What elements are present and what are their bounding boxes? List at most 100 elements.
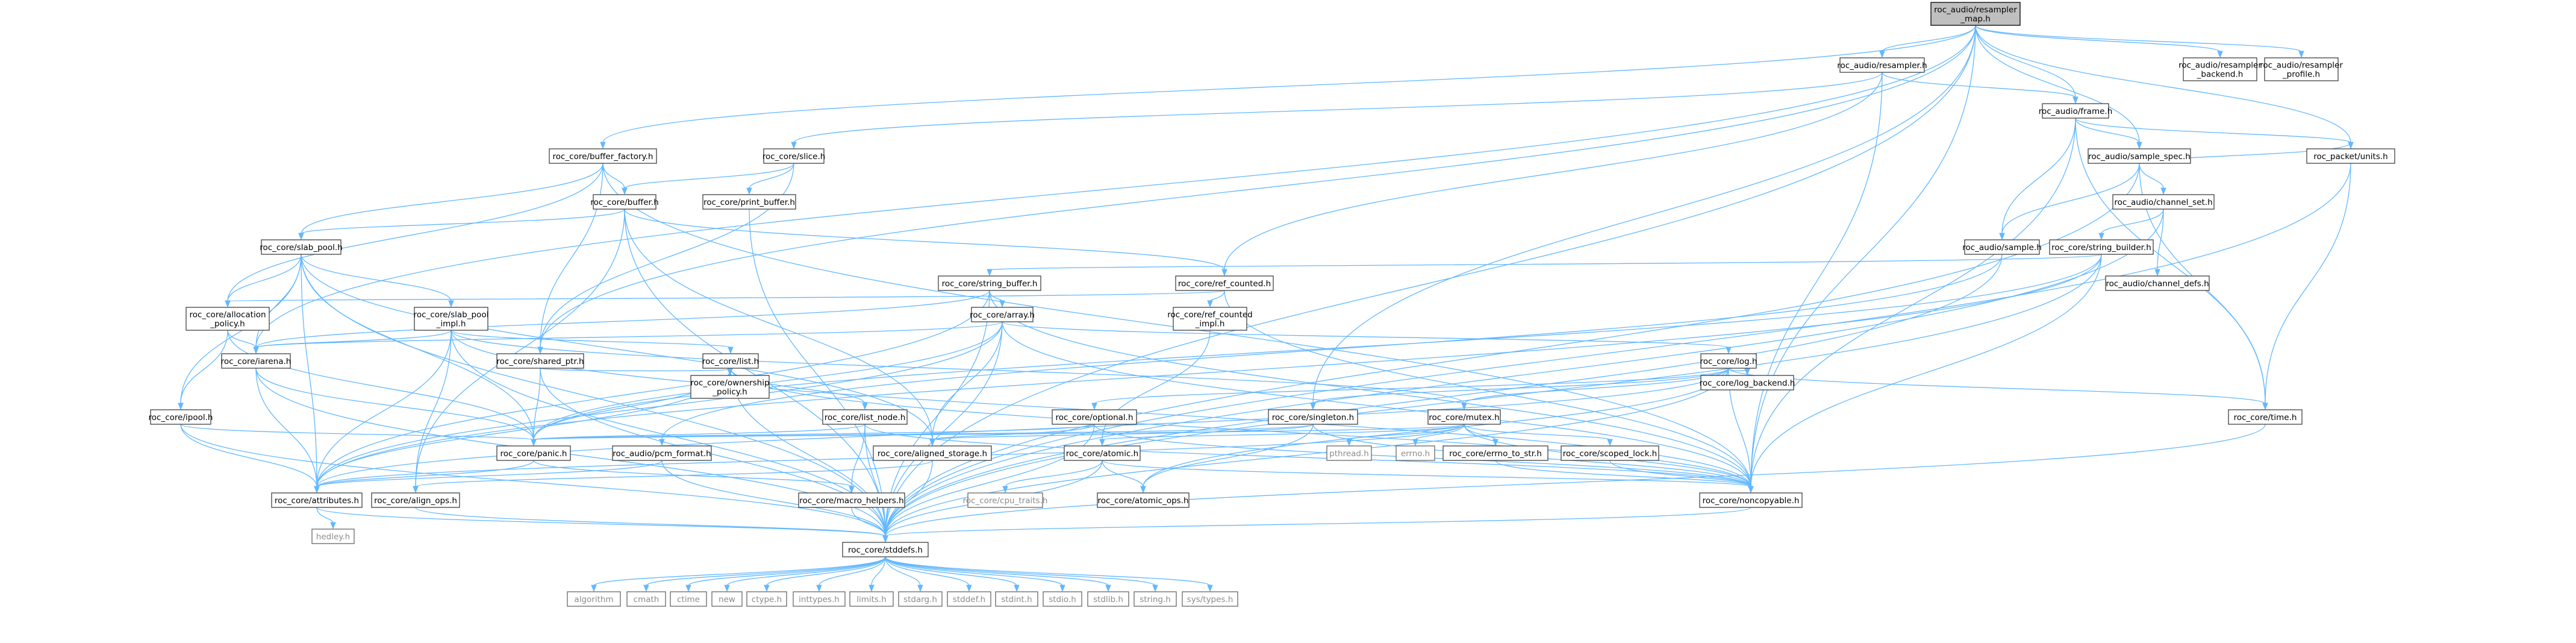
- node-label: roc_core/ref_counted: [1167, 310, 1253, 320]
- dependency-edge-frame-to-units: [2075, 118, 2354, 149]
- dependency-edge-buffer-to-ref_counted: [624, 209, 1227, 277]
- node-string-builder[interactable]: roc_core/string_builder.h: [2049, 239, 2154, 255]
- dependency-edge-mutex-to-atomic: [1099, 424, 1465, 447]
- node-aligned-storage[interactable]: roc_core/aligned_storage.h: [873, 445, 992, 461]
- node-sample[interactable]: roc_audio/sample.h: [1962, 239, 2042, 255]
- node-label: errno.h: [1401, 449, 1430, 459]
- dependency-edge-mutex-to-panic: [531, 424, 1465, 447]
- node-pcm-format[interactable]: roc_audio/pcm_format.h: [612, 445, 712, 461]
- node-label: roc_core/string_builder.h: [2051, 243, 2151, 252]
- node-label: new: [719, 595, 735, 604]
- dependency-edge-root-to-resampler_backend: [1975, 25, 2223, 58]
- dependency-edge-list-to-attributes: [314, 368, 731, 494]
- node-shared-ptr[interactable]: roc_core/shared_ptr.h: [496, 353, 584, 369]
- node-label: _impl.h: [1195, 319, 1225, 329]
- node-atomic[interactable]: roc_core/atomic.h: [1064, 445, 1141, 461]
- node-label: roc_core/aligned_storage.h: [878, 449, 987, 459]
- node-label: ctype.h: [752, 595, 782, 604]
- node-label: roc_packet/units.h: [2313, 152, 2387, 162]
- dependency-edge-stddefs-to-cmath: [643, 556, 886, 592]
- node-stdarg: stdarg.h: [898, 591, 943, 607]
- dependency-edge-arena-to-stddefs: [255, 368, 888, 543]
- node-panic[interactable]: roc_core/panic.h: [496, 445, 571, 461]
- node-string-buffer[interactable]: roc_core/string_buffer.h: [938, 275, 1041, 291]
- node-label: _policy.h: [210, 319, 245, 329]
- node-string: string.h: [1134, 591, 1177, 607]
- node-channel-set[interactable]: roc_audio/channel_set.h: [2112, 194, 2215, 210]
- node-buffer-factory[interactable]: roc_core/buffer_factory.h: [549, 148, 657, 164]
- dependency-edge-atomic-to-noncopyable: [1102, 460, 1754, 494]
- dependency-edge-list-to-noncopyable: [730, 368, 1754, 494]
- node-ipool[interactable]: roc_core/ipool.h: [149, 409, 213, 425]
- node-sample-spec[interactable]: roc_audio/sample_spec.h: [2088, 148, 2191, 164]
- node-label: roc_core/atomic_ops.h: [1097, 496, 1188, 506]
- node-label: stdint.h: [1001, 595, 1032, 604]
- dependency-edge-shared_ptr-to-ownership_policy: [540, 368, 733, 376]
- node-label: _impl.h: [436, 319, 466, 329]
- node-stddefs[interactable]: roc_core/stddefs.h: [842, 542, 929, 557]
- node-label: roc_core/panic.h: [501, 449, 567, 459]
- node-time[interactable]: roc_core/time.h: [2228, 409, 2303, 425]
- dependency-edge-string_buffer-to-array: [989, 290, 1005, 308]
- node-label: roc_core/ipool.h: [149, 413, 213, 422]
- node-ref-counted-impl[interactable]: roc_core/ref_counted_impl.h: [1167, 307, 1253, 331]
- dependency-edge-root-to-arena: [253, 25, 1976, 354]
- dependency-edge-channel_set-to-string_builder: [2098, 209, 2164, 240]
- node-align-ops[interactable]: roc_core/align_ops.h: [371, 492, 460, 508]
- node-buffer[interactable]: roc_core/buffer.h: [590, 194, 659, 210]
- node-errno: errno.h: [1396, 445, 1435, 461]
- node-inttypes: inttypes.h: [793, 591, 846, 607]
- node-label: roc_core/atomic.h: [1066, 449, 1138, 459]
- node-print-buffer[interactable]: roc_core/print_buffer.h: [702, 194, 796, 210]
- dependency-edge-resampler-to-ref_counted: [1221, 72, 1883, 277]
- node-label: roc_core/slice.h: [763, 152, 826, 162]
- graph-edges: [178, 25, 2354, 592]
- node-slab-pool[interactable]: roc_core/slab_pool.h: [260, 239, 343, 255]
- node-slab-pool-impl[interactable]: roc_core/slab_pool_impl.h: [414, 307, 489, 331]
- dependency-edge-units-to-time: [2262, 163, 2351, 410]
- node-label: _policy.h: [712, 387, 747, 397]
- node-label: pthread.h: [1329, 449, 1369, 459]
- node-label: inttypes.h: [799, 595, 840, 604]
- node-resampler-backend[interactable]: roc_audio/resampler_backend.h: [2178, 57, 2262, 81]
- node-label: cmath: [634, 595, 660, 604]
- node-attributes[interactable]: roc_core/attributes.h: [271, 492, 363, 508]
- node-label: roc_core/cpu_traits.h: [963, 496, 1048, 506]
- node-noncopyable[interactable]: roc_core/noncopyable.h: [1699, 492, 1803, 508]
- node-units[interactable]: roc_packet/units.h: [2306, 148, 2395, 164]
- node-ref-counted[interactable]: roc_core/ref_counted.h: [1175, 275, 1274, 291]
- node-macro-helpers[interactable]: roc_core/macro_helpers.h: [798, 492, 905, 508]
- node-label: roc_audio/channel_defs.h: [2106, 279, 2209, 289]
- node-ctype: ctype.h: [746, 591, 787, 607]
- node-array[interactable]: roc_core/array.h: [970, 307, 1035, 322]
- dependency-edge-stddefs-to-ctype: [764, 556, 886, 592]
- node-slice[interactable]: roc_core/slice.h: [763, 148, 826, 164]
- dependency-edge-slice-to-shared_ptr: [537, 163, 794, 354]
- dependency-edge-stddefs-to-new: [724, 556, 886, 592]
- node-ownership-policy[interactable]: roc_core/ownership_policy.h: [690, 375, 770, 399]
- node-singleton[interactable]: roc_core/singleton.h: [1268, 409, 1358, 425]
- node-list[interactable]: roc_core/list.h: [702, 353, 759, 369]
- dependency-edge-stddefs-to-systypes: [885, 556, 1213, 592]
- node-atomic-ops[interactable]: roc_core/atomic_ops.h: [1097, 492, 1190, 508]
- node-resampler[interactable]: roc_audio/resampler.h: [1837, 57, 1927, 73]
- node-label: roc_audio/frame.h: [2039, 107, 2113, 116]
- node-scoped-lock[interactable]: roc_core/scoped_lock.h: [1561, 445, 1659, 461]
- node-log[interactable]: roc_core/log.h: [1700, 353, 1757, 369]
- node-label: roc_core/mutex.h: [1429, 413, 1499, 422]
- node-list-node[interactable]: roc_core/list_node.h: [822, 409, 908, 425]
- node-errno-to-str[interactable]: roc_core/errno_to_str.h: [1442, 445, 1548, 461]
- node-arena[interactable]: roc_core/iarena.h: [221, 353, 292, 369]
- node-log-backend[interactable]: roc_core/log_backend.h: [1700, 375, 1795, 391]
- node-optional[interactable]: roc_core/optional.h: [1052, 409, 1137, 425]
- node-allocation-policy[interactable]: roc_core/allocation_policy.h: [186, 307, 270, 331]
- node-mutex[interactable]: roc_core/mutex.h: [1427, 409, 1501, 425]
- dependency-edge-pcm_format-to-attributes: [314, 460, 663, 494]
- dependency-edge-ref_counted_impl-to-atomic: [1099, 330, 1211, 447]
- node-resampler-profile[interactable]: roc_audio/resampler_profile.h: [2260, 57, 2343, 81]
- node-frame[interactable]: roc_audio/frame.h: [2039, 103, 2113, 119]
- node-channel-defs[interactable]: roc_audio/channel_defs.h: [2105, 275, 2210, 291]
- node-new: new: [711, 591, 743, 607]
- dependency-edge-array-to-aligned_storage: [929, 321, 1003, 447]
- dependency-edge-root-to-shared_ptr: [537, 25, 1976, 354]
